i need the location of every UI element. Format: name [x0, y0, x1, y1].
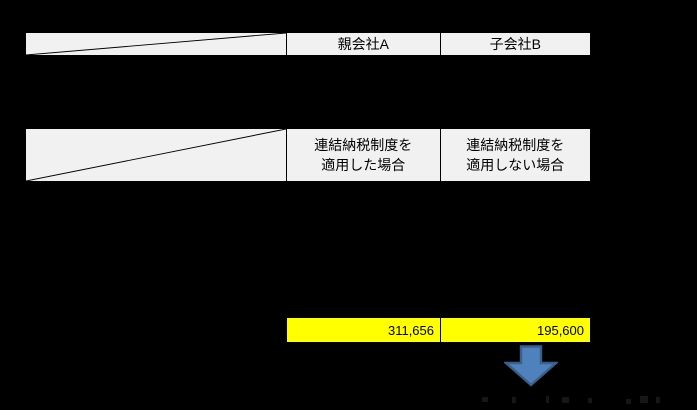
down-arrow-icon — [504, 345, 558, 387]
diagonal-line — [26, 33, 287, 55]
column-header-consolidated-applied: 連結納税制度を 適用した場合 — [286, 129, 440, 181]
amount-row: 311,656 195,600 — [286, 317, 591, 343]
column-header-parent-company: 親会社A — [286, 33, 440, 55]
faint-cutoff-artifact — [480, 396, 680, 406]
diagonal-corner-cell — [26, 129, 287, 181]
company-header-table: 親会社A 子会社B — [25, 32, 591, 56]
diagonal-line — [26, 129, 287, 181]
column-header-consolidated-not-applied: 連結納税制度を 適用しない場合 — [439, 129, 590, 181]
amount-cell-applied: 311,656 — [287, 318, 440, 342]
diagonal-corner-cell — [26, 33, 287, 55]
amount-cell-not-applied: 195,600 — [440, 318, 590, 342]
column-header-subsidiary: 子会社B — [439, 33, 590, 55]
scenario-header-table: 連結納税制度を 適用した場合 連結納税制度を 適用しない場合 — [25, 128, 591, 182]
